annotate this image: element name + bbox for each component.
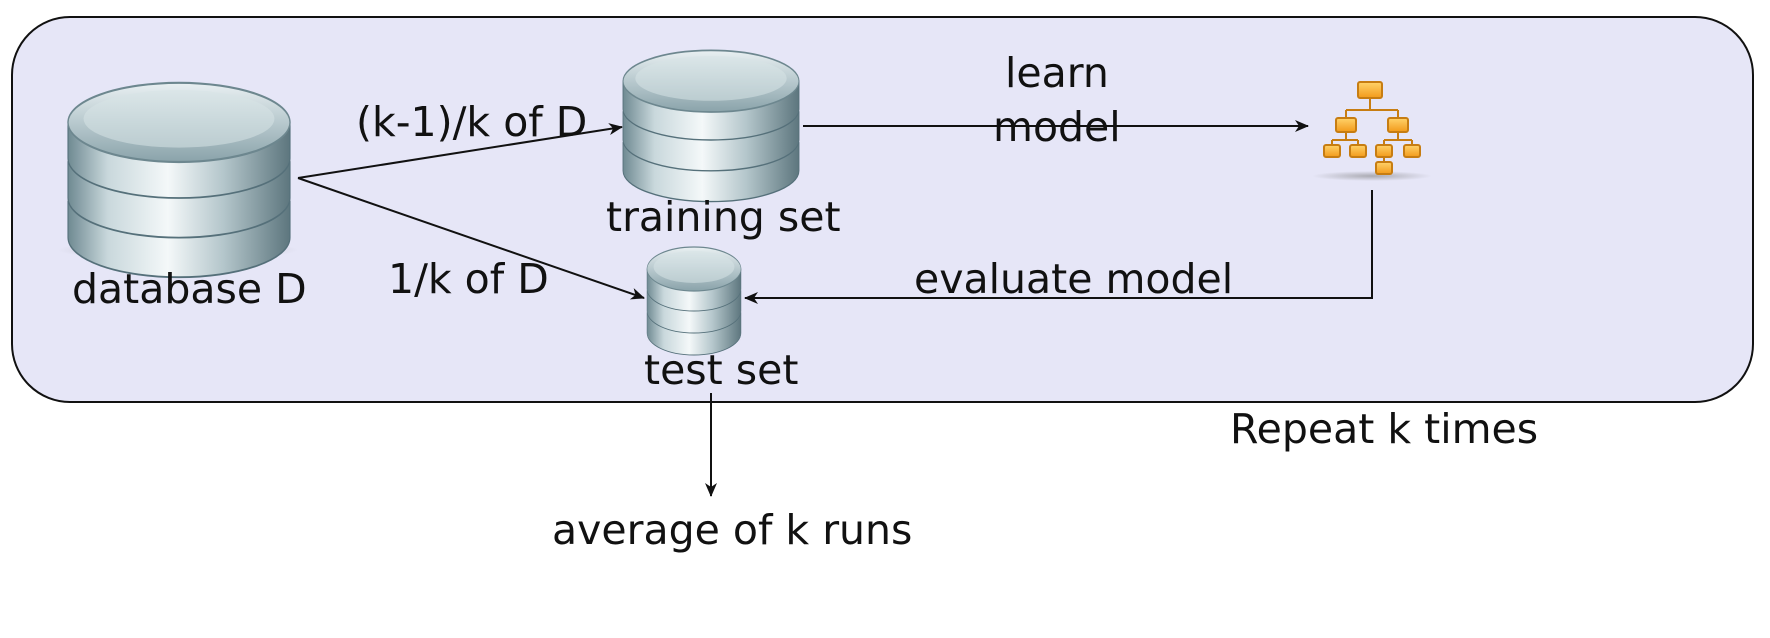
test-set-label: test set [644, 346, 799, 394]
evaluate-model-arrow [744, 190, 1373, 304]
database-label: database D [72, 265, 307, 313]
database-icon [58, 83, 298, 277]
hierarchy-tree-icon [1312, 81, 1432, 181]
test-fraction-label: 1/k of D [388, 255, 549, 303]
model-label: model [993, 103, 1121, 151]
learn-label: learn [1005, 49, 1109, 97]
training-set-database-icon [620, 50, 800, 201]
repeat-label: Repeat k times [1230, 405, 1539, 453]
training-set-label: training set [606, 193, 841, 241]
train-fraction-label: (k-1)/k of D [356, 98, 588, 146]
test-set-database-icon [646, 247, 742, 355]
average-label: average of k runs [552, 506, 913, 554]
repeat-panel [11, 16, 1754, 403]
evaluate-model-label: evaluate model [914, 255, 1234, 303]
train-split-arrow [297, 123, 623, 179]
test-split-arrow [297, 177, 645, 300]
